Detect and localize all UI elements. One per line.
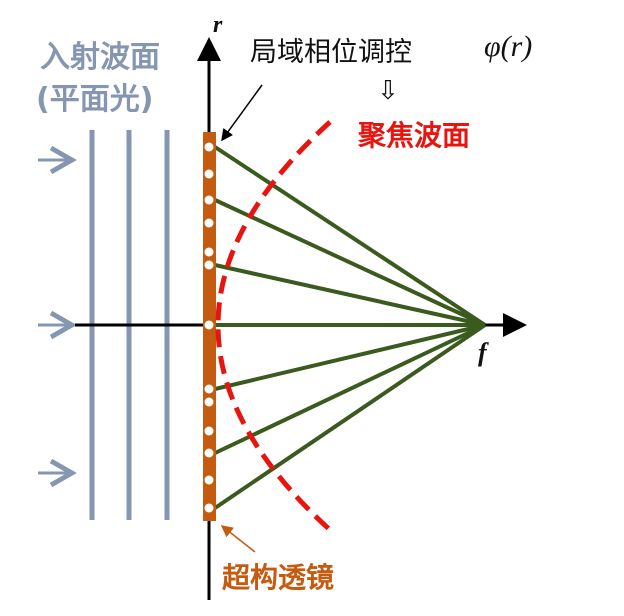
focused-rays bbox=[213, 145, 487, 510]
phase-pointer-arrow bbox=[221, 84, 263, 142]
down-arrow-icon: ⇩ bbox=[377, 76, 399, 106]
focus-wave-label: 聚焦波面 bbox=[358, 119, 471, 152]
lens-pointer-arrow bbox=[220, 525, 256, 553]
meta-atoms bbox=[204, 142, 214, 513]
axis-r-label: r bbox=[213, 12, 223, 38]
incident-label: 入射波面 bbox=[40, 40, 160, 75]
metalens-label: 超构透镜 bbox=[222, 561, 335, 594]
phase-symbol: φ(r) bbox=[484, 30, 533, 63]
incident-sublabel: (平面光) bbox=[36, 82, 154, 117]
phase-control-label: 局域相位调控 bbox=[250, 37, 412, 68]
incident-arrows bbox=[38, 145, 77, 488]
axis-f-label: f bbox=[478, 338, 487, 367]
